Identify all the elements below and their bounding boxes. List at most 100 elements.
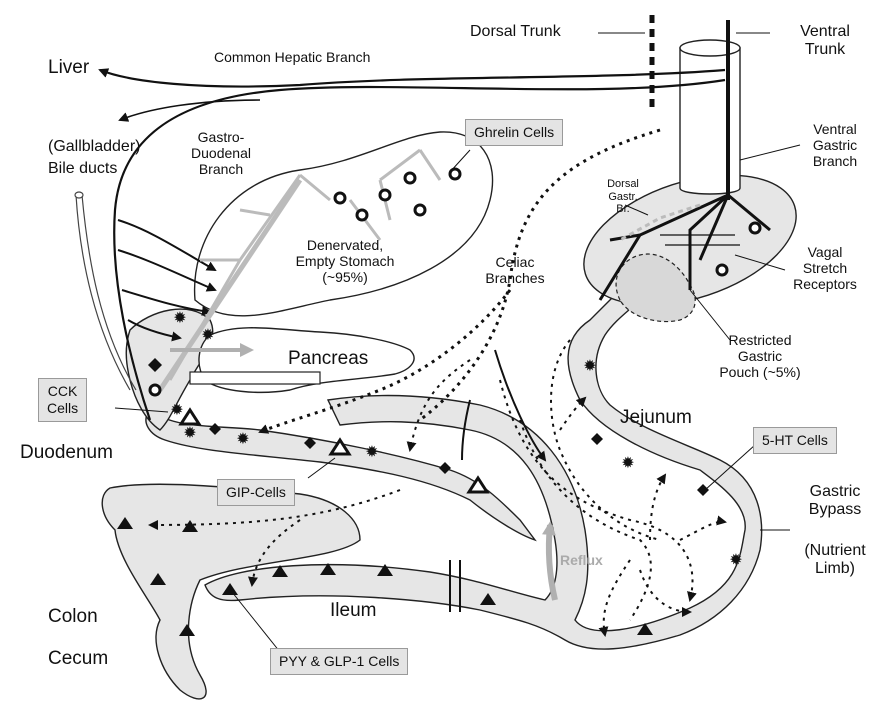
leader-vagal <box>734 254 786 271</box>
jejunum-dotted-4 <box>679 515 727 541</box>
label-restricted-pouch: Restricted Gastric Pouch (~5%) <box>700 332 820 380</box>
leader-pyy <box>231 591 281 653</box>
celiac-dotted-4 <box>499 379 697 602</box>
svg-text:✹: ✹ <box>173 308 186 327</box>
label-cecum: Cecum <box>48 648 109 669</box>
dorsal-gastric-dotted <box>619 203 701 242</box>
stomach-outline <box>193 131 494 317</box>
label-gastric-bypass: Gastric Bypass <box>795 483 875 520</box>
label-cck-line1: CCK <box>47 383 78 399</box>
gd-arrow-2 <box>117 249 217 292</box>
ileum-dotted-2 <box>639 569 692 617</box>
label-pouch-line3: Pouch (~5%) <box>719 364 801 381</box>
label-vagal-stretch: Vagal Stretch Receptors <box>780 244 870 292</box>
label-ghrelin-cells: Ghrelin Cells <box>465 119 564 146</box>
svg-text:✹: ✹ <box>621 453 634 472</box>
label-gastro-duodenal-line1: Gastro- <box>197 129 245 145</box>
label-liver: Liver <box>48 57 90 78</box>
label-gallbladder: (Gallbladder) <box>48 138 141 155</box>
celiac-solid-2 <box>461 399 471 461</box>
gallbladder-branch <box>118 99 261 122</box>
reflux-arrow <box>542 521 558 601</box>
label-bile-ducts: Bile ducts <box>48 160 118 177</box>
label-duodenum: Duodenum <box>20 442 113 463</box>
gd-arrow-3 <box>121 289 212 316</box>
label-cck-cells: CCK Cells <box>38 378 88 422</box>
diamond-cells <box>148 358 709 496</box>
label-stomach-line2: Empty Stomach <box>295 253 395 270</box>
label-gastro-duodenal-line3: Branch <box>198 161 244 178</box>
label-ventral-gastric-line2: Gastric <box>812 137 858 154</box>
label-colon: Colon <box>48 606 98 627</box>
gallbladder-duct-2 <box>81 194 137 391</box>
label-limb-line2: Limb) <box>814 560 855 578</box>
label-pancreas: Pancreas <box>288 348 369 369</box>
label-denervated-stomach: Denervated, Empty Stomach (~95%) <box>275 237 415 285</box>
leader-pouch <box>689 289 731 341</box>
label-pouch-line1: Restricted <box>728 332 792 348</box>
pancreatic-duct <box>189 371 321 385</box>
label-5ht-cells: 5-HT Cells <box>753 427 837 454</box>
svg-text:✹: ✹ <box>236 429 249 448</box>
label-gastro-duodenal: Gastro- Duodenal Branch <box>186 129 256 177</box>
label-limb-line1: (Nutrient <box>804 542 866 559</box>
leader-gip <box>307 457 336 479</box>
label-gip-cells: GIP-Cells <box>217 479 295 506</box>
gallbladder-duct <box>75 194 131 391</box>
ileum-tube <box>204 289 763 650</box>
leader-cck <box>114 407 169 413</box>
vagus-cylinder <box>679 47 741 195</box>
celiac-dotted-1 <box>419 128 661 422</box>
label-stomach-line1: Denervated, <box>306 237 384 253</box>
jejunum-dotted-2 <box>559 396 587 431</box>
star-cells: ✹✹ ✹✹ ✹✹ ✹✹ ✹ <box>170 308 742 569</box>
label-dorsal-trunk: Dorsal Trunk <box>470 23 561 40</box>
label-vagal-line3: Receptors <box>793 276 857 293</box>
label-ventral-trunk-line2: Trunk <box>804 41 846 59</box>
label-common-hepatic: Common Hepatic Branch <box>214 49 371 65</box>
stomach-nerve-gray-main <box>157 178 303 392</box>
label-ventral-gastric-line1: Ventral <box>813 121 857 137</box>
label-dorsal-gastr-line2: Gastr. <box>608 190 638 203</box>
label-reflux: Reflux <box>560 552 603 568</box>
jejunum-dotted-1 <box>550 339 661 541</box>
ventral-gastric-branches <box>598 193 771 301</box>
label-dorsal-gastr-line3: Br. <box>616 203 630 216</box>
gallbladder-tip <box>74 191 84 199</box>
gd-arrow-4 <box>127 319 182 342</box>
label-jejunum: Jejunum <box>620 407 692 428</box>
label-ventral-gastric-line3: Branch <box>812 153 858 170</box>
ghrelin-cells <box>148 167 762 397</box>
label-nutrient-limb: (Nutrient Limb) <box>795 542 875 579</box>
label-ventral-gastric: Ventral Gastric Branch <box>795 121 875 169</box>
duodenum-tube <box>145 409 537 542</box>
colon-dotted-1 <box>148 489 401 530</box>
leader-dorsal-gastr <box>624 204 649 216</box>
celiac-solid <box>494 349 547 462</box>
label-celiac-branches: Celiac Branches <box>470 254 560 286</box>
label-bypass-line2: Bypass <box>808 501 862 519</box>
label-dorsal-gastr: Dorsal Gastr. Br. <box>598 178 648 216</box>
svg-text:✹: ✹ <box>729 550 742 569</box>
label-pyy-glp1-cells: PYY & GLP-1 Cells <box>270 648 409 675</box>
svg-text:✹: ✹ <box>170 400 183 419</box>
vagus-cylinder-top <box>679 39 741 57</box>
gd-arrow-1 <box>117 219 217 271</box>
label-bypass-line1: Gastric <box>809 483 861 500</box>
label-ventral-trunk: Ventral Trunk <box>780 23 870 60</box>
label-vagal-line1: Vagal <box>807 244 843 260</box>
svg-text:✹: ✹ <box>365 442 378 461</box>
label-dorsal-gastr-line1: Dorsal <box>607 178 639 190</box>
svg-text:✹: ✹ <box>583 356 596 375</box>
label-pouch-line2: Gastric <box>737 348 783 365</box>
celiac-dotted-3 <box>406 359 471 452</box>
label-ventral-trunk-line1: Ventral <box>800 23 850 40</box>
gip-triangles <box>178 407 490 494</box>
label-celiac-line1: Celiac <box>495 254 535 270</box>
label-gastro-duodenal-line2: Duodenal <box>191 145 251 162</box>
svg-text:✹: ✹ <box>183 423 196 442</box>
leader-5ht <box>704 444 756 491</box>
label-vagal-line2: Stretch <box>802 260 848 277</box>
pyy-triangles <box>117 517 653 636</box>
